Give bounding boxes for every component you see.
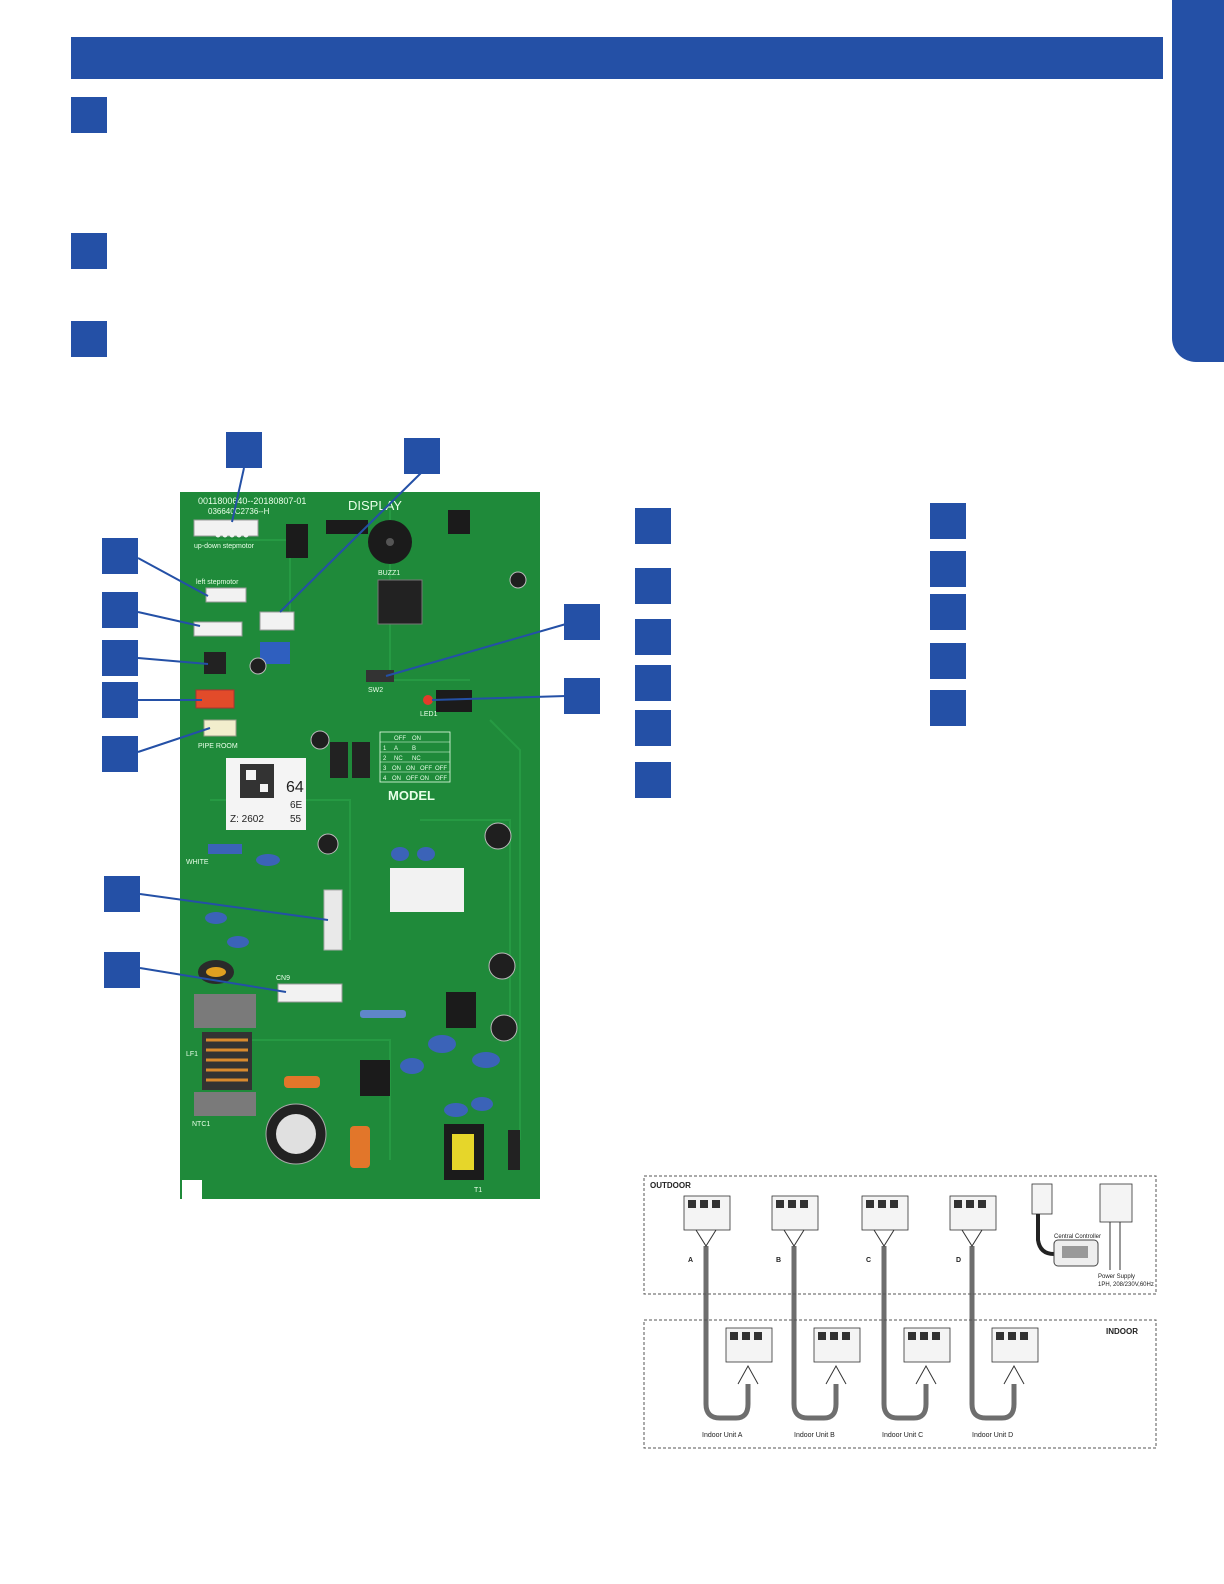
port-d: D	[956, 1257, 961, 1264]
side-tab	[1172, 0, 1224, 362]
pipe-silk: PIPE ROOM	[198, 743, 238, 750]
blue-connector	[260, 642, 290, 664]
filter-block	[194, 994, 256, 1028]
section-marker-3	[71, 321, 107, 357]
cn9-connector	[277, 983, 343, 1003]
dip-r1-c2: B	[412, 746, 416, 752]
outdoor-label: OUTDOOR	[650, 1181, 691, 1190]
board-id: 036640C2736--H	[208, 507, 270, 516]
ic-top	[326, 520, 368, 534]
port-b: B	[776, 1257, 781, 1264]
ntc-silk: NTC1	[192, 1121, 210, 1128]
dip-switch	[366, 670, 394, 682]
legend-marker-8	[930, 551, 966, 587]
left-silk: left stepmotor	[196, 579, 239, 586]
dip-r2-c0: 2	[383, 756, 387, 762]
cables	[703, 1246, 1017, 1421]
dip-r3-c0: 3	[383, 766, 387, 772]
dip-r4-c4: OFF	[435, 776, 447, 782]
indoor-unit-d-label: Indoor Unit D	[972, 1432, 1013, 1439]
pcb-illustration: 0011800640--20180807-01 036640C2736--H D…	[102, 432, 600, 1199]
relay-module	[390, 868, 464, 912]
electrolytic-caps	[249, 571, 527, 1165]
power-supply-label: Power Supply	[1098, 1274, 1135, 1280]
qr-z-num: 55	[290, 814, 302, 825]
section-marker-1	[71, 97, 107, 133]
t1-silk: T1	[474, 1187, 482, 1194]
led	[423, 695, 433, 705]
qr-number: 64	[286, 779, 304, 796]
ic-small	[286, 524, 308, 558]
outdoor-box	[643, 1175, 1157, 1295]
legend-marker-9	[930, 594, 966, 630]
led-silk: LED1	[420, 711, 438, 718]
indoor-label: INDOOR	[1106, 1327, 1138, 1336]
dip-r4-c2: OFF	[406, 776, 418, 782]
legend-marker-6	[635, 762, 671, 798]
display-label: DISPLAY	[348, 498, 402, 513]
dip-r1-c0: 1	[383, 746, 387, 752]
indoor-box	[643, 1319, 1157, 1449]
legend-marker-5	[635, 710, 671, 746]
dip-r4-c0: 4	[383, 776, 387, 782]
legend-marker-11	[930, 690, 966, 726]
dip-r2-c1: NC	[394, 756, 403, 762]
left-stepmotor-connector	[205, 587, 247, 603]
dip-r3-c4: OFF	[435, 766, 447, 772]
white-silk: WHITE	[186, 859, 209, 866]
legend-marker-3	[635, 619, 671, 655]
buzzer-silk: BUZZ1	[378, 570, 400, 577]
outdoor-terminals	[683, 1183, 1133, 1231]
indoor-unit-a-label: Indoor Unit A	[702, 1432, 743, 1439]
display-connector	[259, 611, 295, 631]
power-spec-label: 1PH, 208/230V,60Hz	[1098, 1282, 1154, 1288]
dip-r4-c3: ON	[420, 776, 429, 782]
dip-header-off: OFF	[394, 736, 406, 742]
header-bar	[71, 37, 1163, 79]
legend-marker-2	[635, 568, 671, 604]
mcu-chip	[377, 579, 423, 625]
legend-marker-7	[930, 503, 966, 539]
dip-r3-c3: OFF	[420, 766, 432, 772]
callout-lines	[137, 467, 567, 993]
sw-silk: SW2	[368, 687, 383, 694]
dip-r2-c2: NC	[412, 756, 421, 762]
dip-r1-c1: A	[394, 746, 398, 752]
wiring-diagram: OUTDOOR INDOOR A B C D Central Controlle…	[643, 1175, 1157, 1449]
callout-markers	[102, 432, 600, 988]
board-top-code: 0011800640--20180807-01	[198, 496, 306, 506]
qr-sub: 6E	[290, 800, 303, 811]
legend-marker-10	[930, 643, 966, 679]
port-a: A	[688, 1257, 693, 1264]
dip-table: OFF ON 1 A B 2 NC NC 3 ON ON OFF OFF 4 O…	[379, 731, 451, 783]
model-label: MODEL	[388, 788, 435, 803]
port-c: C	[866, 1257, 871, 1264]
indoor-unit-c-label: Indoor Unit C	[882, 1432, 923, 1439]
dip-header-on: ON	[412, 736, 421, 742]
dip-r4-c1: ON	[392, 776, 401, 782]
lf1-silk: LF1	[186, 1051, 198, 1058]
cn9-silk: CN9	[276, 975, 290, 982]
jumper-block	[204, 652, 226, 674]
central-controller-label: Central Controller	[1054, 1234, 1101, 1240]
qr-z-code: Z: 2602	[230, 814, 264, 825]
section-marker-2	[71, 233, 107, 269]
legend-marker-4	[635, 665, 671, 701]
dip-r3-c1: ON	[392, 766, 401, 772]
updown-silk: up-down stepmotor	[194, 543, 255, 550]
pipe-room-connector	[203, 719, 237, 737]
legend-marker-1	[635, 508, 671, 544]
dip-r3-c2: ON	[406, 766, 415, 772]
ic-right	[436, 690, 472, 712]
connector-3	[193, 621, 243, 637]
indoor-unit-b-label: Indoor Unit B	[794, 1432, 835, 1439]
